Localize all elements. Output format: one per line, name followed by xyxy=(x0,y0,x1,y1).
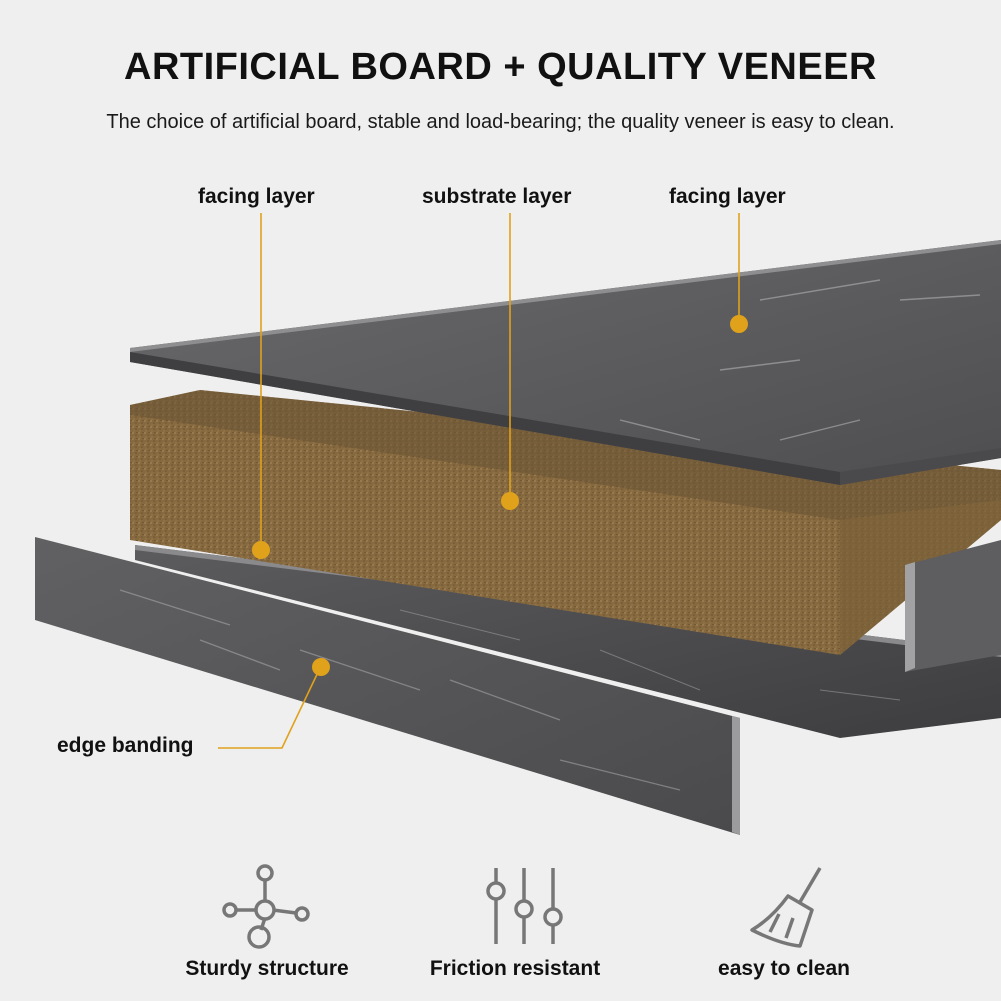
callout-lines xyxy=(218,213,740,749)
facing-right-dot xyxy=(730,315,748,333)
top-facing-layer xyxy=(130,240,1001,485)
edge-banding-leader xyxy=(218,667,321,749)
substrate-layer-label: substrate layer xyxy=(422,185,572,208)
page-subtitle: The choice of artificial board, stable a… xyxy=(106,111,895,133)
molecule-structure-icon xyxy=(222,864,310,949)
feature-sturdy-structure: Sturdy structure xyxy=(185,957,349,980)
edge-banding-label: edge banding xyxy=(57,734,194,757)
facing-layer-label-right: facing layer xyxy=(669,185,786,208)
facing-left-dot xyxy=(252,541,270,559)
page-title: ARTIFICIAL BOARD + QUALITY VENEER xyxy=(124,46,877,88)
edge-banding-dot xyxy=(312,658,330,676)
callout-dots xyxy=(252,315,748,676)
facing-layer-label-left: facing layer xyxy=(198,185,315,208)
side-edge-strip xyxy=(905,540,1001,672)
feature-friction-resistant: Friction resistant xyxy=(429,957,601,980)
sliders-icon xyxy=(486,868,563,944)
substrate-dot xyxy=(501,492,519,510)
edge-banding-strip xyxy=(35,537,740,835)
feature-easy-to-clean: easy to clean xyxy=(718,957,850,980)
broom-icon xyxy=(750,867,822,948)
